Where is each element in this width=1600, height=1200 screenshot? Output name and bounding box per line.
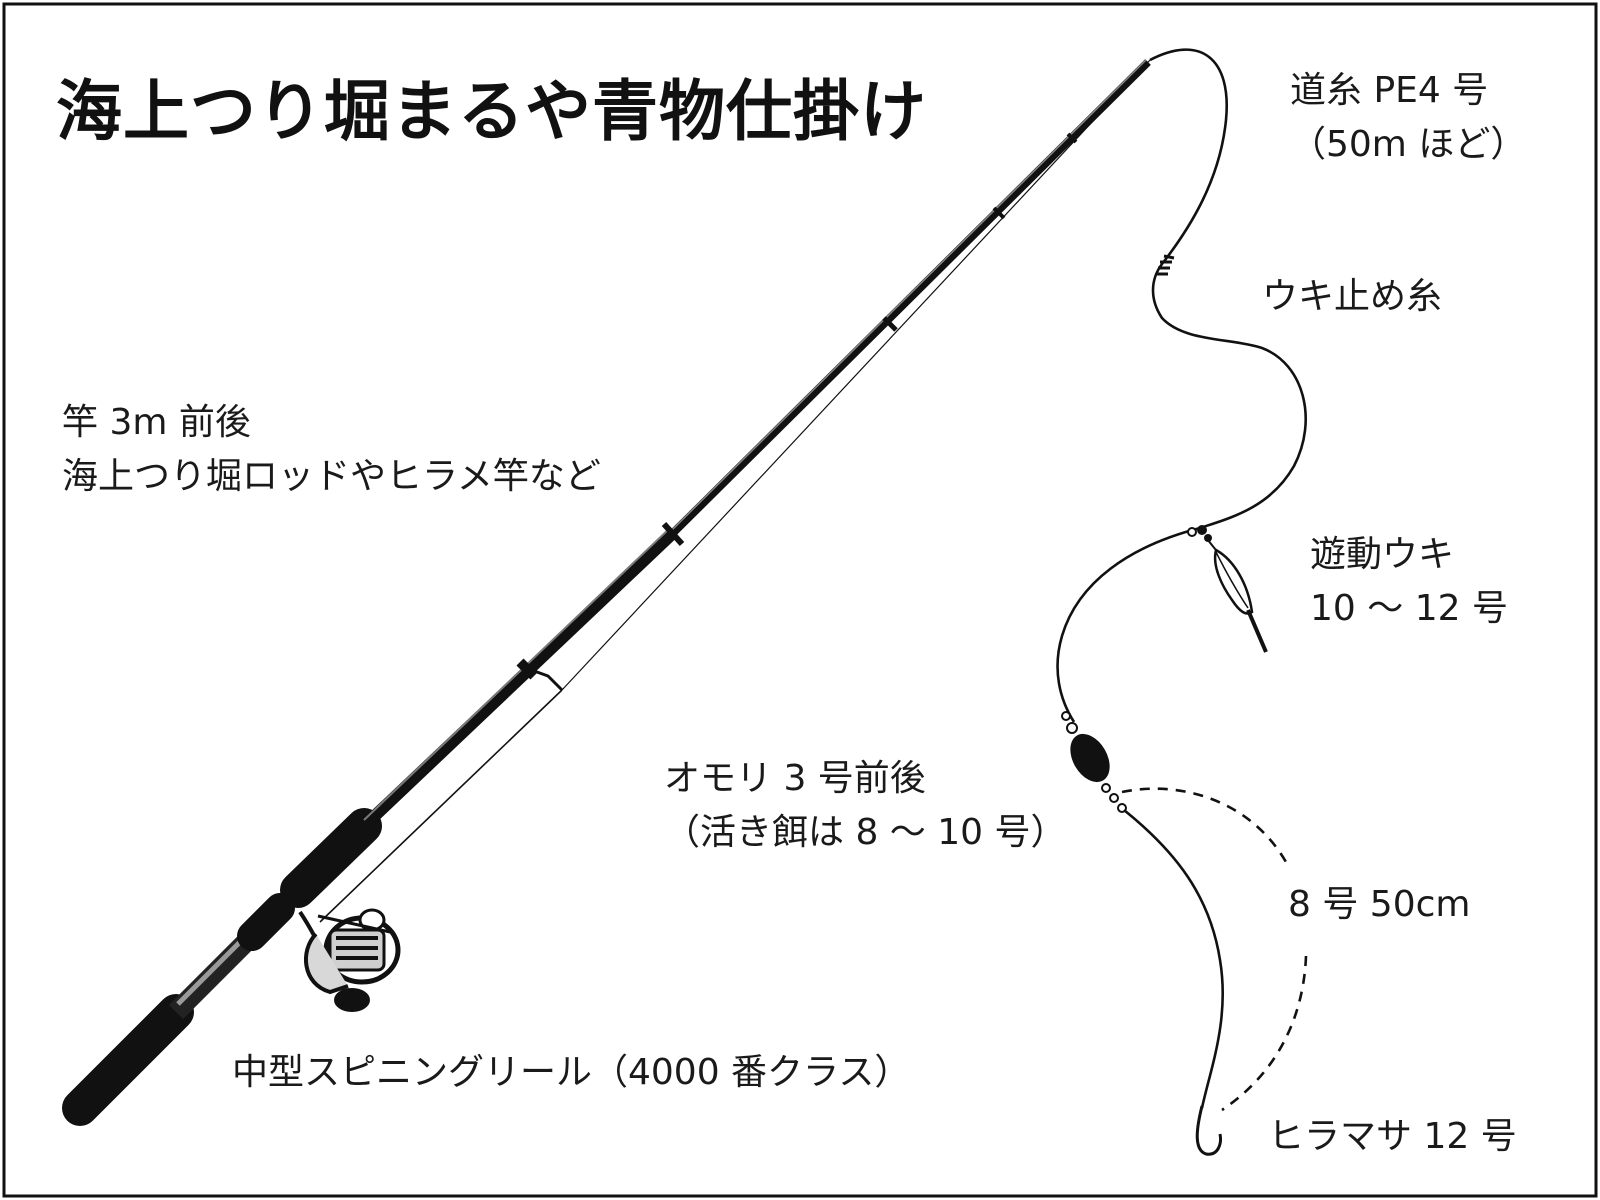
fishing-rod-icon [62,59,1151,1126]
float-stop-label: ウキ止め糸 [1262,276,1443,317]
leader-line [1123,808,1224,1109]
rod-label-line2: 海上つり堀ロッドやヒラメ竿など [62,456,601,497]
sinker-label-line1: オモリ 3 号前後 [664,758,926,799]
float-icon [1187,525,1268,653]
float-label: 遊動ウキ 10 ～ 12 号 [1310,528,1508,636]
mainline-label: 道糸 PE4 号 （50m ほど） [1290,64,1526,172]
dashed-leader-lower [1221,955,1308,1112]
leader-label: 8 号 50cm [1288,884,1471,925]
hook-icon [1195,1105,1222,1156]
hook-label: ヒラマサ 12 号 [1268,1116,1517,1157]
sinker-label-line2: （活き餌は 8 ～ 10 号） [664,812,1067,853]
reel-label: 中型スピニングリール（4000 番クラス） [232,1052,911,1093]
mainline-label-line1: 道糸 PE4 号 [1290,70,1489,111]
page-title: 海上つり堀まるや青物仕掛け [56,73,927,150]
float-stop-knot [1156,254,1175,276]
spinning-reel-icon [298,908,401,1012]
dashed-leader [1121,787,1288,863]
rod-label-line1: 竿 3m 前後 [62,402,251,443]
float-label-line1: 遊動ウキ [1310,534,1455,575]
rod-label: 竿 3m 前後 海上つり堀ロッドやヒラメ竿など [62,396,601,504]
mainline-label-line2: （50m ほど） [1290,124,1527,165]
mainline [1056,48,1307,723]
sinker-label: オモリ 3 号前後 （活き餌は 8 ～ 10 号） [664,752,1067,860]
sinker-icon [1061,711,1127,813]
float-label-line2: 10 ～ 12 号 [1310,588,1508,629]
